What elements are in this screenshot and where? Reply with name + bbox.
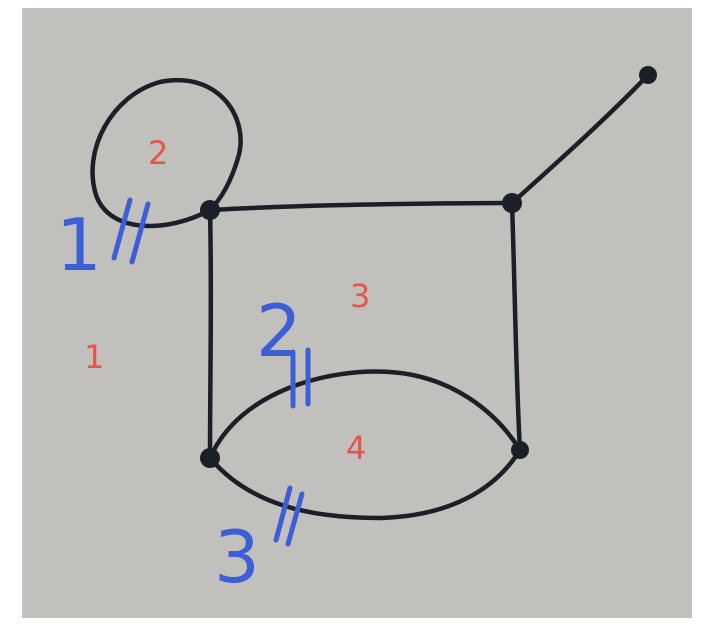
vertex-top-left bbox=[200, 200, 220, 220]
cut-label-2: 2 bbox=[256, 289, 302, 373]
cut-label-1: 1 bbox=[56, 203, 102, 287]
edge-top bbox=[207, 200, 515, 213]
vertex-bottom-right bbox=[511, 441, 529, 459]
graph-edges bbox=[90, 72, 651, 521]
graph-vertices bbox=[200, 66, 657, 468]
edge-right bbox=[509, 200, 523, 453]
face-label-4: 4 bbox=[346, 429, 366, 467]
cut-label-3: 3 bbox=[214, 515, 260, 599]
edge-lens-upper bbox=[207, 369, 523, 461]
face-label-2: 2 bbox=[148, 134, 168, 172]
cut-labels: 1 2 3 bbox=[56, 203, 302, 599]
tick-1b bbox=[129, 201, 151, 265]
edge-pendant bbox=[509, 72, 651, 206]
face-labels: 1 2 3 4 bbox=[84, 134, 370, 467]
cut-tick-marks bbox=[111, 197, 311, 547]
edge-loop bbox=[90, 78, 243, 229]
tick-3a bbox=[273, 485, 293, 543]
face-label-1: 1 bbox=[84, 338, 104, 376]
edge-left bbox=[207, 207, 214, 461]
vertex-bottom-left bbox=[200, 448, 220, 468]
face-label-3: 3 bbox=[350, 277, 370, 315]
tick-3b bbox=[285, 491, 305, 547]
tick-1a bbox=[111, 197, 133, 261]
edge-lens-lower bbox=[207, 447, 523, 521]
vertex-pendant bbox=[639, 66, 657, 84]
vertex-top-right bbox=[502, 193, 522, 213]
